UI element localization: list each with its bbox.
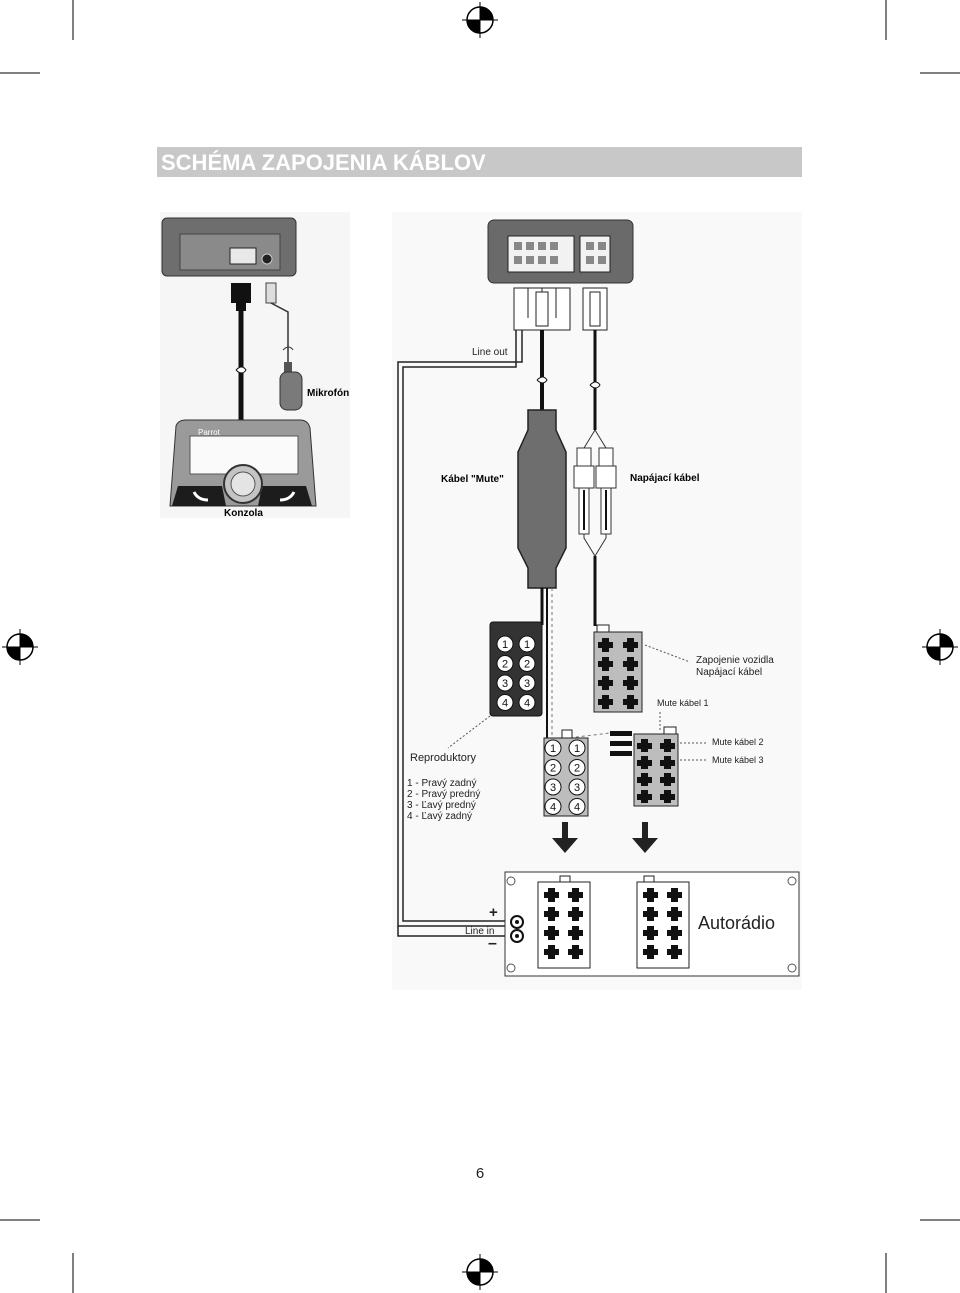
pin-circle [496, 655, 514, 672]
konzola-label: Konzola [224, 508, 263, 519]
page-title: SCHÉMA ZAPOJENIA KÁBLOV [161, 150, 486, 175]
pin-number: 1 [574, 743, 580, 755]
vehicle-connection-label: Zapojenie vozidla [696, 655, 774, 666]
pin-number: 4 [550, 802, 556, 814]
right-panel: Line out Kábel "Mute" [392, 212, 802, 990]
mute-cable-2-label: Mute kábel 2 [712, 737, 764, 747]
speaker-legend-item: 4 - Ľavý zadný [407, 811, 472, 822]
line-out-label: Line out [472, 347, 508, 358]
speaker-pin-numbers: 1 1 2 2 3 3 4 4 [496, 635, 536, 711]
section-title-bar: SCHÉMA ZAPOJENIA KÁBLOV [157, 147, 802, 177]
mikrofon-label: Mikrofón [307, 388, 349, 399]
pin-circle [518, 655, 536, 672]
pin-number: 2 [574, 763, 580, 775]
speaker-legend-item: 1 - Pravý zadný [407, 778, 476, 789]
mute-cable-box [517, 409, 567, 589]
pin-number: 3 [502, 678, 508, 690]
speakers-label: Reproduktory [410, 752, 477, 764]
pin-number: 2 [502, 659, 508, 671]
speaker-legend: 1 - Pravý zadný 2 - Pravý predný 3 - Ľav… [407, 778, 480, 822]
main-cable-connector [513, 287, 571, 331]
mute-cable-label: Kábel "Mute" [441, 474, 504, 485]
page-number: 6 [475, 1165, 485, 1182]
small-control-box [161, 217, 297, 277]
pin-number: 3 [524, 678, 530, 690]
pin-circle [518, 694, 536, 711]
pin-number: 4 [574, 802, 580, 814]
mute-connector [633, 726, 679, 807]
mute-wire-pins [610, 731, 632, 756]
main-control-box [487, 219, 634, 284]
speaker-legend-item: 3 - Ľavý predný [407, 800, 476, 811]
pin-number: 1 [502, 639, 508, 651]
left-panel: Mikrofón Parrot Konzola [160, 212, 350, 519]
car-radio-label: Autorádio [698, 913, 775, 933]
pin-circle [544, 798, 562, 815]
line-in-label: Line in [465, 926, 494, 937]
registration-mark-left [2, 629, 38, 665]
pin-circle [496, 674, 514, 692]
pin-circle [568, 778, 586, 796]
mute-cable-3-label: Mute kábel 3 [712, 755, 764, 765]
pin-circle [568, 759, 586, 776]
pin-circle [544, 759, 562, 776]
power-cable-connector [582, 287, 608, 331]
pin-number: 4 [524, 698, 530, 710]
pin-circle [518, 635, 536, 653]
brand-logo-text: Parrot [198, 428, 221, 437]
fuse-holders [573, 429, 617, 557]
pin-number: 1 [524, 639, 530, 651]
registration-mark-bottom [462, 1254, 498, 1290]
down-arrow-icon [632, 822, 658, 853]
pin-circle [496, 635, 514, 653]
plus-sign: + [489, 904, 498, 921]
pin-circle [544, 739, 562, 757]
car-radio [504, 871, 800, 977]
pin-circle [496, 694, 514, 711]
middle-pin-numbers: 1 1 2 2 3 3 4 4 [544, 739, 586, 815]
pin-circle [518, 674, 536, 692]
pin-number: 1 [550, 743, 556, 755]
registration-mark-top [462, 2, 498, 38]
registration-mark-right [922, 629, 958, 665]
pin-number: 2 [524, 659, 530, 671]
vehicle-power-connector [593, 624, 643, 713]
down-arrow-icon [552, 822, 578, 853]
line-in-jacks [510, 915, 524, 943]
speaker-legend-item: 2 - Pravý predný [407, 789, 480, 800]
power-cable-label: Napájací kábel [630, 473, 700, 484]
pin-number: 3 [574, 782, 580, 794]
console-device: Parrot [169, 419, 317, 507]
pin-number: 3 [550, 782, 556, 794]
pin-circle [568, 739, 586, 757]
microphone-icon [279, 362, 303, 411]
mute-cable-1-label: Mute kábel 1 [657, 698, 709, 708]
pin-circle [568, 798, 586, 815]
pin-circle [544, 778, 562, 796]
vehicle-power-label: Napájací kábel [696, 667, 762, 678]
pin-number: 4 [502, 698, 508, 710]
line-out-cable [397, 330, 523, 937]
pin-number: 2 [550, 763, 556, 775]
minus-sign: – [488, 935, 497, 952]
